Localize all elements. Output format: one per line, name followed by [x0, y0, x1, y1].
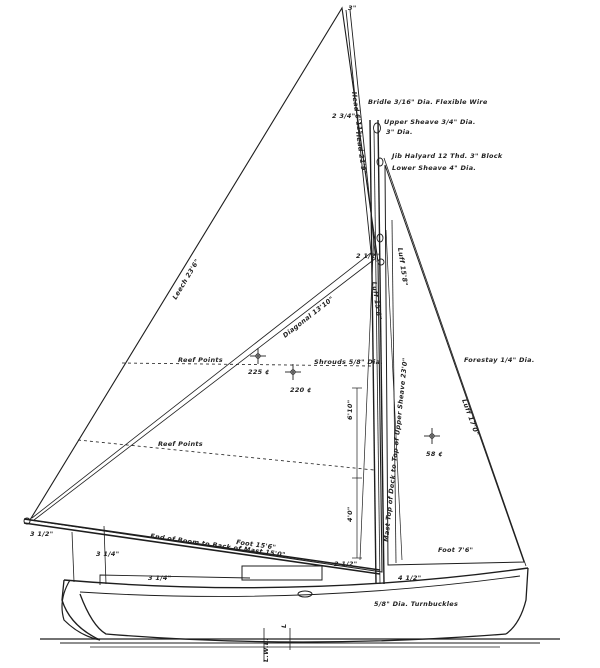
- label-mark-2: L.W.L.: [262, 638, 270, 662]
- centroid-mark-main-2: [285, 364, 301, 380]
- mast: [369, 119, 385, 585]
- label-shrouds: Shrouds 5/8" Dia.: [314, 358, 383, 366]
- label-luff-17: Luff 17'0": [460, 398, 481, 437]
- label-reef-points-2: Reef Points: [158, 440, 203, 448]
- shrouds: [359, 229, 403, 561]
- gaff-sail-lines: [31, 9, 377, 521]
- hull: [61, 525, 529, 643]
- height-dimension: [352, 387, 362, 559]
- label-jib-halyard: Jib Halyard 12 Thd. 3" Block: [390, 152, 503, 160]
- forestay: [383, 157, 527, 567]
- mainsail: [29, 6, 383, 573]
- centroid-mark-main-1: [250, 348, 266, 364]
- label-mark-1: L: [280, 624, 288, 628]
- label-bridle: Bridle 3/16" Dia. Flexible Wire: [368, 98, 488, 106]
- label-dim-3-b: 3 1/4": [96, 550, 119, 558]
- centroid-mark-jib: [424, 428, 440, 444]
- label-height-a: 6'10": [346, 400, 354, 420]
- label-head-b: Head 21'9": [354, 131, 368, 175]
- label-forestay: Forestay 1/4" Dia.: [464, 356, 535, 364]
- label-area-main-2: 220 ¢: [290, 386, 312, 394]
- halyard-blocks: [373, 122, 385, 266]
- label-turnbuckles: 5/8" Dia. Turnbuckles: [374, 600, 458, 608]
- label-upper-sheave: Upper Sheave 3/4" Dia.: [384, 118, 476, 126]
- waterline: [40, 628, 560, 662]
- label-foot-jib: Foot 7'6": [438, 546, 473, 554]
- label-luff-jib: Luff 15'8": [396, 247, 409, 286]
- reef-lines: [77, 362, 375, 471]
- label-dim-3-a: 3 1/2": [30, 530, 53, 538]
- label-area-main-1: 225 ¢: [248, 368, 270, 376]
- label-dim-34: 2 1/2": [356, 252, 379, 260]
- label-top: 3": [348, 4, 357, 12]
- label-area-jib: 58 ¢: [426, 450, 443, 458]
- label-dia3: 3" Dia.: [386, 128, 413, 136]
- label-reef-points-1: Reef Points: [178, 356, 223, 364]
- label-dim-4: 4 1/2": [398, 574, 421, 582]
- label-dim-5: 3 1/4": [148, 574, 171, 582]
- label-height-b: 4'0": [346, 506, 354, 522]
- label-dim-2-3: 2 3/4": [332, 112, 355, 120]
- label-dim-2-2: 2 1/2": [334, 560, 357, 568]
- label-lower-sheave: Lower Sheave 4" Dia.: [392, 164, 476, 172]
